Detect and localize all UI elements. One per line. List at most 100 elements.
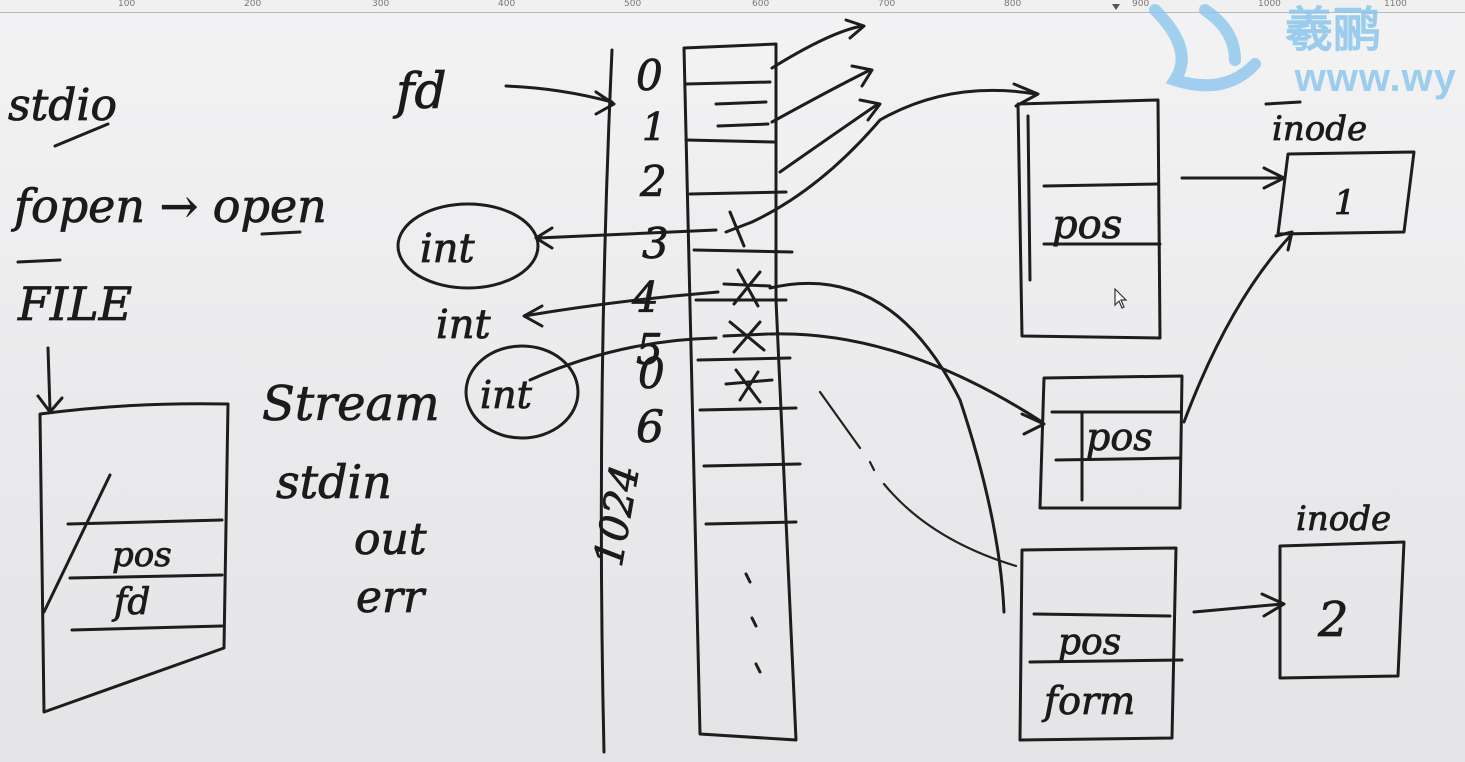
file-struct-line bbox=[66, 518, 224, 526]
note-stdin: stdin bbox=[276, 455, 392, 509]
fd-index: 5 bbox=[636, 325, 663, 374]
file-struct-box bbox=[38, 402, 230, 714]
inode-label: inode bbox=[1296, 499, 1391, 539]
note-stdout: out bbox=[354, 514, 427, 565]
arrow-slot3-to-entry1 bbox=[750, 82, 1040, 224]
arrow-entry2-to-inode1 bbox=[1182, 230, 1294, 424]
ruler-tick: 900 bbox=[1132, 0, 1150, 9]
note-stream: Stream bbox=[262, 376, 440, 432]
top-ruler: 100 200 300 400 500 600 700 800 900 1000… bbox=[0, 0, 1465, 13]
note-stdio: stdio bbox=[8, 80, 117, 131]
fd-slot-scribble bbox=[724, 210, 754, 248]
inode-label-mark bbox=[1264, 100, 1302, 106]
file-entry-line bbox=[1028, 658, 1184, 664]
file-entry-box bbox=[1016, 98, 1162, 340]
fd-slot-line bbox=[684, 138, 776, 144]
arrow-fd-to-table bbox=[504, 84, 616, 116]
inode-value: 1 bbox=[1334, 183, 1356, 223]
file-entry-box bbox=[1038, 374, 1184, 510]
note-file-type: FILE bbox=[17, 277, 132, 331]
file-entry-divider bbox=[1026, 114, 1032, 282]
fd-label: fd bbox=[392, 62, 447, 120]
fd-slot-line bbox=[702, 462, 802, 468]
fd-ellipsis-dot bbox=[744, 572, 752, 584]
fd-index: 1 bbox=[642, 105, 666, 149]
fd-slot-line bbox=[716, 122, 770, 128]
ruler-tick: 1000 bbox=[1258, 0, 1281, 9]
file-entry-field: pos bbox=[1058, 622, 1121, 663]
ruler-tick: 800 bbox=[1004, 0, 1022, 9]
file-struct-line bbox=[68, 573, 224, 580]
watermark-brand-text: 羲鹂 bbox=[1285, 2, 1381, 58]
ruler-tick: 400 bbox=[498, 0, 516, 9]
note-stderr: err bbox=[356, 572, 427, 623]
file-entry-line bbox=[1032, 612, 1172, 618]
watermark-logo-icon: 羲鹂 bbox=[1149, 2, 1381, 92]
arrow-slot2-out bbox=[778, 98, 882, 174]
file-entry-field: pos bbox=[1052, 202, 1122, 248]
int-label: int bbox=[436, 302, 492, 348]
arrow-slot5-to-entry2 bbox=[768, 332, 1046, 436]
file-overline bbox=[16, 258, 62, 264]
ruler-indent-marker[interactable] bbox=[1112, 4, 1120, 10]
fd-ellipsis-dot bbox=[754, 662, 762, 674]
note-fopen-open: fopen → open bbox=[11, 179, 327, 233]
int-circle bbox=[396, 202, 540, 290]
inode-label: inode bbox=[1272, 109, 1367, 149]
arrow-slot1-out bbox=[770, 64, 874, 124]
fd-table-left-edge bbox=[599, 48, 614, 754]
watermark-url: www.wy bbox=[1294, 56, 1457, 100]
fd-slot-line bbox=[696, 356, 792, 362]
file-struct-line bbox=[70, 624, 224, 632]
arrow-index5-to-int bbox=[528, 336, 718, 382]
arrow-index3-to-int bbox=[534, 226, 718, 250]
fd-index: 3 bbox=[642, 219, 669, 268]
ruler-tick: 700 bbox=[878, 0, 896, 9]
ruler-tick: 100 bbox=[118, 0, 136, 9]
fd-slot-line bbox=[684, 80, 772, 86]
file-entry-extra: form bbox=[1041, 679, 1135, 723]
fd-index: 6 bbox=[636, 402, 664, 453]
mouse-cursor-icon bbox=[1114, 287, 1128, 314]
arrow-index4-to-int bbox=[522, 290, 720, 328]
arrow-slot4-to-entry3 bbox=[768, 281, 1006, 614]
open-underline bbox=[260, 230, 302, 236]
inode-box bbox=[1276, 150, 1416, 236]
arrow-slot0-out bbox=[770, 18, 866, 70]
fd-slot-scribble bbox=[722, 320, 770, 354]
fd-slot-line bbox=[688, 190, 788, 196]
ruler-tick: 500 bbox=[624, 0, 642, 9]
arrow-slot6-dashed bbox=[818, 390, 1018, 568]
file-struct-strike bbox=[42, 473, 112, 614]
watermark: 羲鹂 www.wy bbox=[1135, 0, 1465, 110]
fd-ellipsis-dot bbox=[750, 616, 758, 628]
fd-table-array bbox=[682, 42, 798, 742]
int-label: int bbox=[480, 373, 533, 417]
fd-slot-line bbox=[704, 520, 798, 526]
ruler-tick: 1100 bbox=[1384, 0, 1407, 9]
fd-index: 0 bbox=[636, 51, 663, 100]
arrow-entry1-to-inode1 bbox=[1180, 166, 1286, 190]
ruler-tick: 600 bbox=[752, 0, 770, 9]
arrow-file-down bbox=[36, 346, 64, 414]
fd-index: 2 bbox=[639, 157, 667, 206]
ruler-tick: 200 bbox=[244, 0, 262, 9]
fd-slot-line bbox=[692, 248, 794, 254]
int-label: int bbox=[420, 226, 476, 272]
fd-slot-line bbox=[714, 100, 768, 106]
stdio-underline bbox=[53, 122, 110, 148]
arrow-entry3-to-inode2 bbox=[1192, 592, 1286, 618]
file-entry-field: pos bbox=[1086, 415, 1153, 459]
fd-slot-scribble bbox=[722, 268, 772, 308]
fd-slot-scribble bbox=[724, 368, 774, 404]
file-entry-line bbox=[1054, 456, 1182, 462]
fd-max-label: 1024 bbox=[586, 462, 649, 570]
file-struct-pos: pos bbox=[112, 535, 172, 575]
inode-box bbox=[1278, 540, 1406, 680]
file-entry-box bbox=[1018, 546, 1178, 742]
file-entry-line bbox=[1042, 182, 1160, 188]
int-circle bbox=[464, 344, 580, 440]
fd-index: 4 bbox=[631, 273, 659, 322]
